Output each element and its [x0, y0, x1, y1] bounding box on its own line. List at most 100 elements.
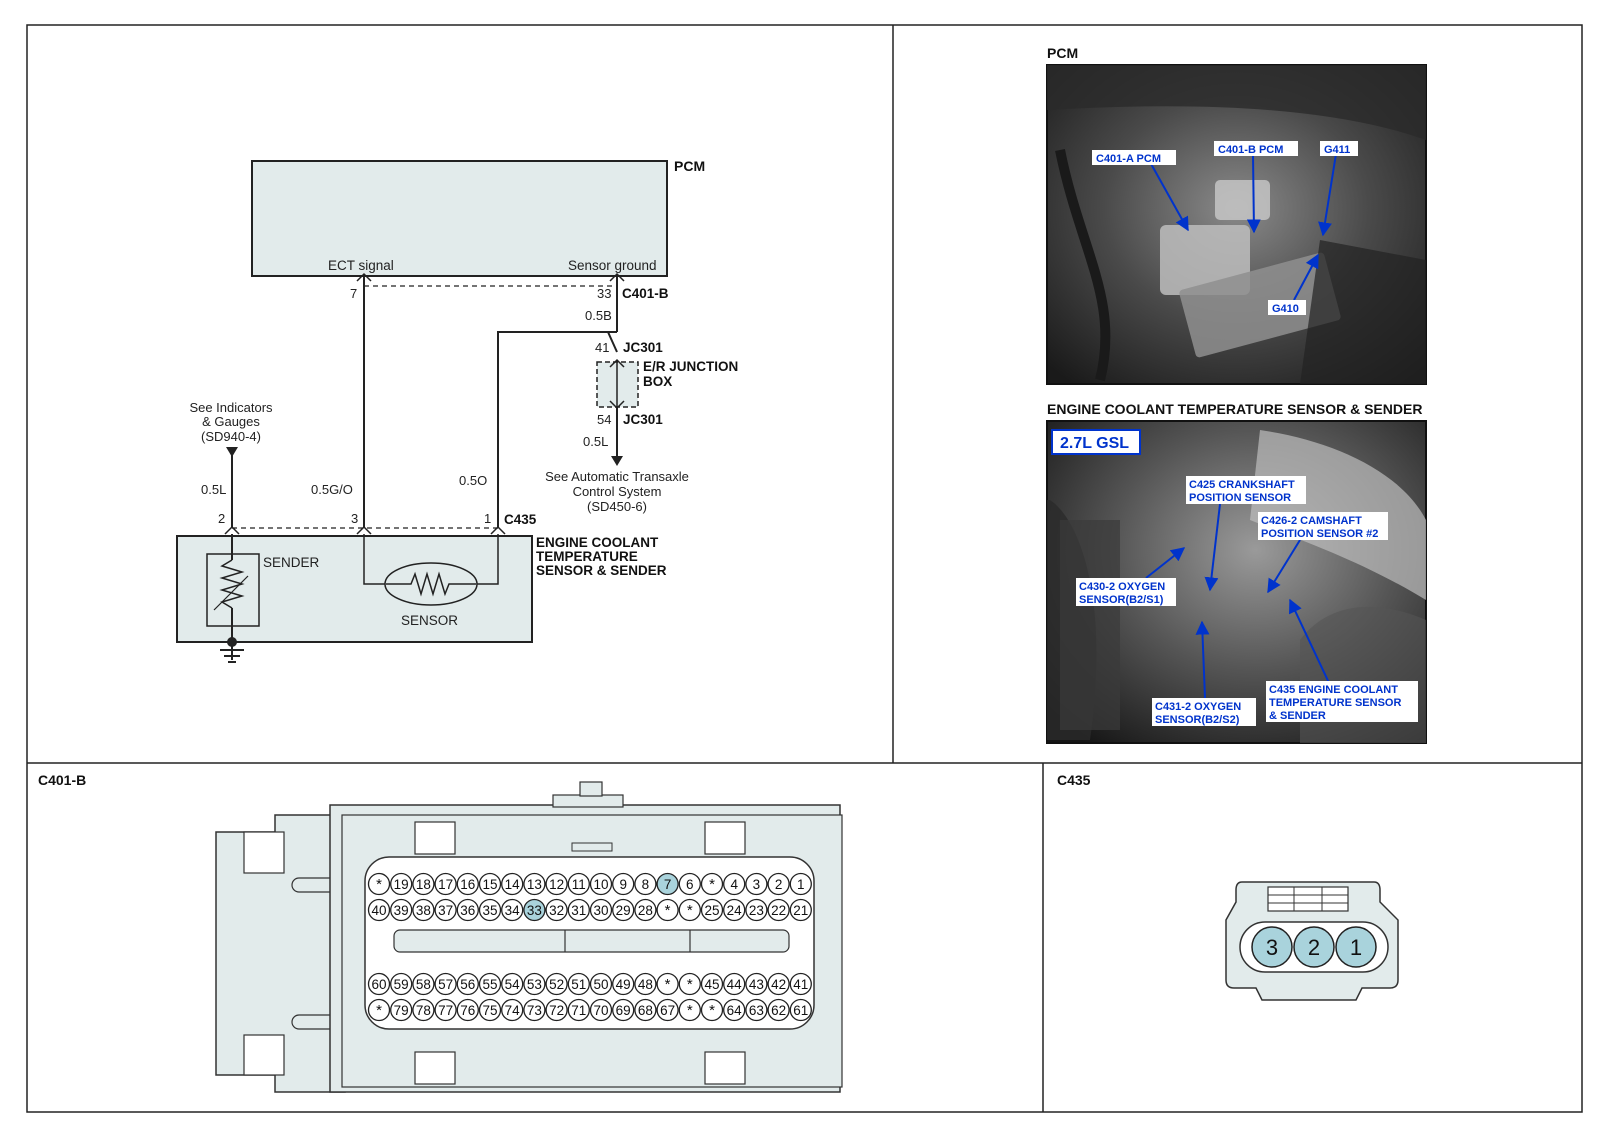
c401b-pin-circle: [634, 872, 657, 896]
c401b-pin-circle: [412, 898, 435, 922]
c401b-pin-circle: [634, 898, 657, 922]
c401b-pin-label: 45: [704, 977, 719, 992]
c401b-pin-label: 10: [593, 877, 608, 892]
c401b-pin-circle: [523, 998, 546, 1022]
c401b-pin-circle: [412, 998, 435, 1022]
c401b-pin-circle: [745, 872, 768, 896]
c401b-pin-circle: [367, 998, 391, 1022]
c401b-pin-label: 14: [505, 877, 521, 892]
c401b-pin-circle: [745, 898, 768, 922]
see-atcs-3: (SD450-6): [587, 499, 647, 514]
c401b-pin-label: 79: [394, 1003, 409, 1018]
c401b-pin-label: 13: [527, 877, 542, 892]
wire-05l-right-label: 0.5L: [583, 434, 608, 449]
c401b-pin-label: 30: [593, 903, 608, 918]
c401b-pin-label: *: [687, 976, 693, 993]
c401b-pin-circle: [390, 972, 413, 996]
c401b-pin-label: 56: [460, 977, 475, 992]
c401b-pin-label: *: [376, 1002, 382, 1019]
c401b-pin-label: 68: [638, 1003, 653, 1018]
sensor-element: [384, 562, 478, 606]
sender-label: SENDER: [263, 555, 320, 570]
c401b-pin-circle: [478, 872, 502, 896]
c401b-pin-circle: [612, 898, 635, 922]
c401b-pin-label: 38: [416, 903, 431, 918]
c401b-pin-circle: [789, 898, 812, 922]
c401b-pin-circle: [678, 898, 701, 922]
c435-label: C435: [504, 512, 537, 527]
c401b-pin-label: 41: [793, 977, 808, 992]
c401b-pin-label: 42: [771, 977, 786, 992]
page-frame: [26, 24, 1583, 1113]
schematic-panel: PCM ECT signal Sensor ground 7 33 C401-B…: [176, 158, 738, 663]
c401b-pin-label: 58: [416, 977, 431, 992]
c401b-pin-circle: [434, 972, 457, 996]
see-gauges-3: (SD940-4): [201, 429, 261, 444]
callout-c430-1: C430-2 OXYGEN: [1079, 581, 1165, 593]
c401b-pin-circle: [523, 898, 546, 922]
pin-1-label: 1: [484, 511, 491, 526]
c401b-pin-circle: [612, 972, 635, 996]
c401b-pin-circle: [412, 972, 435, 996]
ect-photo-title: ENGINE COOLANT TEMPERATURE SENSOR & SEND…: [1047, 401, 1422, 417]
c401b-pin-circle: [589, 998, 613, 1022]
c401b-pin-circle: [700, 972, 724, 996]
c401b-pin-label: 6: [686, 877, 694, 892]
c401b-pin-label: 21: [793, 903, 808, 918]
c401b-pin-label: 59: [394, 977, 409, 992]
callout-c435-1: C435 ENGINE COOLANT: [1269, 684, 1398, 696]
pcm-label: PCM: [674, 158, 705, 174]
c401b-pin-label: 60: [371, 977, 386, 992]
c401b-pin-circle: [723, 972, 746, 996]
c401b-pin-circle: [456, 872, 479, 896]
c401b-pin-label: 3: [753, 877, 761, 892]
c401b-pin-label: 24: [727, 903, 743, 918]
c401b-pin-label: 32: [549, 903, 564, 918]
c401b-pin-circle: [501, 972, 524, 996]
c401b-pin-label: 43: [749, 977, 764, 992]
c401b-pin-label: 8: [642, 877, 650, 892]
c401b-pin-circle: [589, 872, 613, 896]
c401b-pin-label: 1: [797, 877, 805, 892]
callout-c431-1: C431-2 OXYGEN: [1155, 701, 1241, 713]
pin-33-label: 33: [597, 286, 611, 301]
c401b-pin-circle: [767, 898, 790, 922]
c401b-pin-circle: [545, 872, 568, 896]
junction-label-2: BOX: [643, 374, 672, 389]
c401b-pin-label: 57: [438, 977, 453, 992]
c401b-pin-label: 70: [593, 1003, 608, 1018]
pin-3-label: 3: [351, 511, 358, 526]
c401b-pin-circle: [723, 872, 746, 896]
c401b-pin-circle: [612, 872, 635, 896]
c401b-pin-label: 36: [460, 903, 475, 918]
c401b-pin-circle: [567, 998, 590, 1022]
c401b-pin-label: 50: [593, 977, 608, 992]
c401b-pin-circle: [523, 972, 546, 996]
c401b-pin-label: 25: [704, 903, 719, 918]
pin-54-label: 54: [597, 412, 611, 427]
c401b-pin-circle: [678, 872, 701, 896]
c401b-pin-circle: [589, 898, 613, 922]
c401b-pin-circle: [589, 972, 613, 996]
c435-title: C435: [1057, 772, 1091, 788]
c401b-pin-label: 78: [416, 1003, 431, 1018]
c401b-pin-circle: [567, 972, 590, 996]
c401b-pin-label: 53: [527, 977, 542, 992]
c401b-pin-circle: [767, 872, 790, 896]
c401b-pin-label: 9: [619, 877, 627, 892]
c401b-pin-circle: [567, 872, 590, 896]
c401b-pin-circle: [767, 998, 790, 1022]
c435-pin-circle: [1335, 926, 1377, 968]
c435-pin-circle: [1251, 926, 1293, 968]
c401b-pin-circle: [767, 972, 790, 996]
c401b-pin-circle: [612, 998, 635, 1022]
c401b-pin-label: 29: [616, 903, 631, 918]
c401b-pin-circle: [434, 998, 457, 1022]
c401b-pin-circle: [745, 998, 768, 1022]
c401b-pin-label: *: [665, 902, 671, 919]
c401b-pin-label: 28: [638, 903, 653, 918]
c401b-pin-label: *: [687, 1002, 693, 1019]
c401b-pin-label: 72: [549, 1003, 564, 1018]
